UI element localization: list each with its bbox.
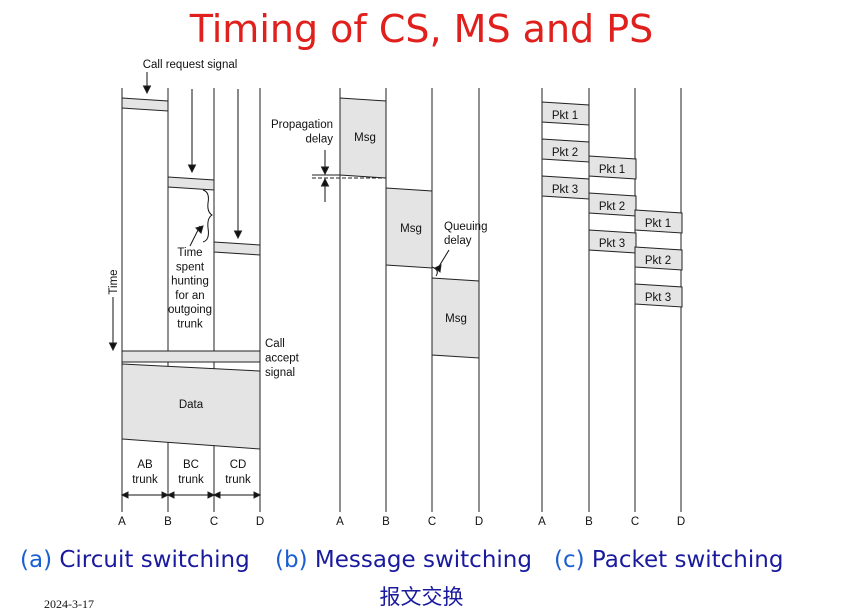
trunk-span-arrowhead (253, 491, 262, 499)
packet-label: Pkt 2 (599, 201, 625, 213)
message-label: Msg (354, 132, 376, 144)
caption-circuit-switching: (a) Circuit switching (20, 545, 250, 575)
packet-label: Pkt 3 (599, 238, 625, 250)
packet-box (634, 209, 683, 234)
queuing-brace (431, 266, 438, 277)
trunk-span-arrowhead (166, 491, 175, 499)
hunting-label: Time (177, 247, 202, 259)
node-label-C: C (210, 516, 218, 528)
caption-text: Message switching (314, 547, 532, 573)
slide-date: 2024-3-17 (44, 597, 94, 611)
call-accept-band (121, 350, 261, 363)
hunting-label: trunk (177, 319, 203, 331)
node-label-D: D (475, 516, 483, 528)
hunting-label: for an (175, 290, 204, 302)
trunk-label-top: CD (230, 459, 247, 471)
trunk-span-arrowhead (207, 491, 216, 499)
caption-message-switching: (b) Message switching (275, 545, 532, 575)
queuing-delay-label: Queuing (444, 221, 487, 233)
hunting-brace (202, 189, 213, 243)
queuing-pointer-head (434, 264, 442, 273)
call-request-arrow-head (142, 85, 152, 95)
trunk-span-arrowhead (212, 491, 221, 499)
caption-text: Circuit switching (59, 547, 250, 573)
node-label-A: A (538, 516, 546, 528)
hunting-label: spent (176, 261, 205, 273)
propagation-delay-label: delay (306, 134, 334, 146)
propagation-arrow-down-head (320, 166, 330, 176)
trunk-span-arrowhead (120, 491, 129, 499)
caption-packet-switching: (c) Packet switching (554, 545, 783, 575)
packet-label: Pkt 1 (599, 164, 625, 176)
slide-title: Timing of CS, MS and PS (189, 7, 654, 51)
call-request-band-bc (167, 176, 215, 191)
node-label-B: B (164, 516, 172, 528)
caption-tag: (b) (275, 547, 308, 573)
trunk-label-top: BC (183, 459, 199, 471)
propagation-arrow-up-head (320, 177, 330, 187)
message-label: Msg (400, 223, 422, 235)
hunting-pointer-head (195, 225, 204, 234)
packet-label: Pkt 2 (552, 147, 578, 159)
time-axis-label: Time (108, 269, 120, 294)
caption-tag: (c) (554, 547, 585, 573)
node-label-D: D (256, 516, 264, 528)
packet-box (541, 101, 590, 126)
node-label-C: C (631, 516, 639, 528)
queuing-pointer (437, 249, 450, 269)
trunk-label-bottom: trunk (132, 474, 158, 486)
hunting-label: outgoing (168, 304, 212, 316)
call-accept-label: accept (265, 353, 300, 365)
trunk-label-bottom: trunk (225, 474, 251, 486)
figure-panel (103, 57, 683, 540)
node-label-C: C (428, 516, 436, 528)
node-label-A: A (118, 516, 126, 528)
trunk-label-bottom: trunk (178, 474, 204, 486)
call-request-label: Call request signal (143, 59, 238, 71)
data-label: Data (179, 399, 204, 411)
caption-text: Packet switching (591, 547, 784, 573)
call-accept-label: signal (265, 367, 295, 379)
subtitle: 报文交换 (379, 585, 464, 609)
packet-box (634, 283, 683, 308)
packet-label: Pkt 1 (552, 110, 578, 122)
message-block (385, 187, 433, 269)
call-request-band-ab (121, 97, 169, 112)
packet-box (634, 246, 683, 271)
trunk-span-arrowhead (161, 491, 170, 499)
time-axis-arrow-head (108, 342, 118, 352)
message-label: Msg (445, 313, 467, 325)
node-label-B: B (585, 516, 593, 528)
packet-label: Pkt 1 (645, 218, 671, 230)
node-label-D: D (677, 516, 685, 528)
packet-label: Pkt 3 (645, 292, 671, 304)
call-accept-label: Call (265, 338, 285, 350)
hunting-arrow-c-head (233, 230, 243, 240)
trunk-label-top: AB (137, 459, 153, 471)
hunting-arrow-b-head (187, 164, 197, 174)
packet-box (588, 155, 637, 180)
propagation-delay-label: Propagation (271, 119, 333, 131)
data-region (121, 363, 261, 450)
packet-label: Pkt 2 (645, 255, 671, 267)
packet-label: Pkt 3 (552, 184, 578, 196)
call-request-band-cd (213, 241, 261, 256)
caption-tag: (a) (20, 547, 53, 573)
message-block (431, 277, 480, 359)
hunting-label: hunting (171, 276, 209, 288)
node-label-B: B (382, 516, 390, 528)
queuing-delay-label: delay (444, 235, 472, 247)
node-label-A: A (336, 516, 344, 528)
